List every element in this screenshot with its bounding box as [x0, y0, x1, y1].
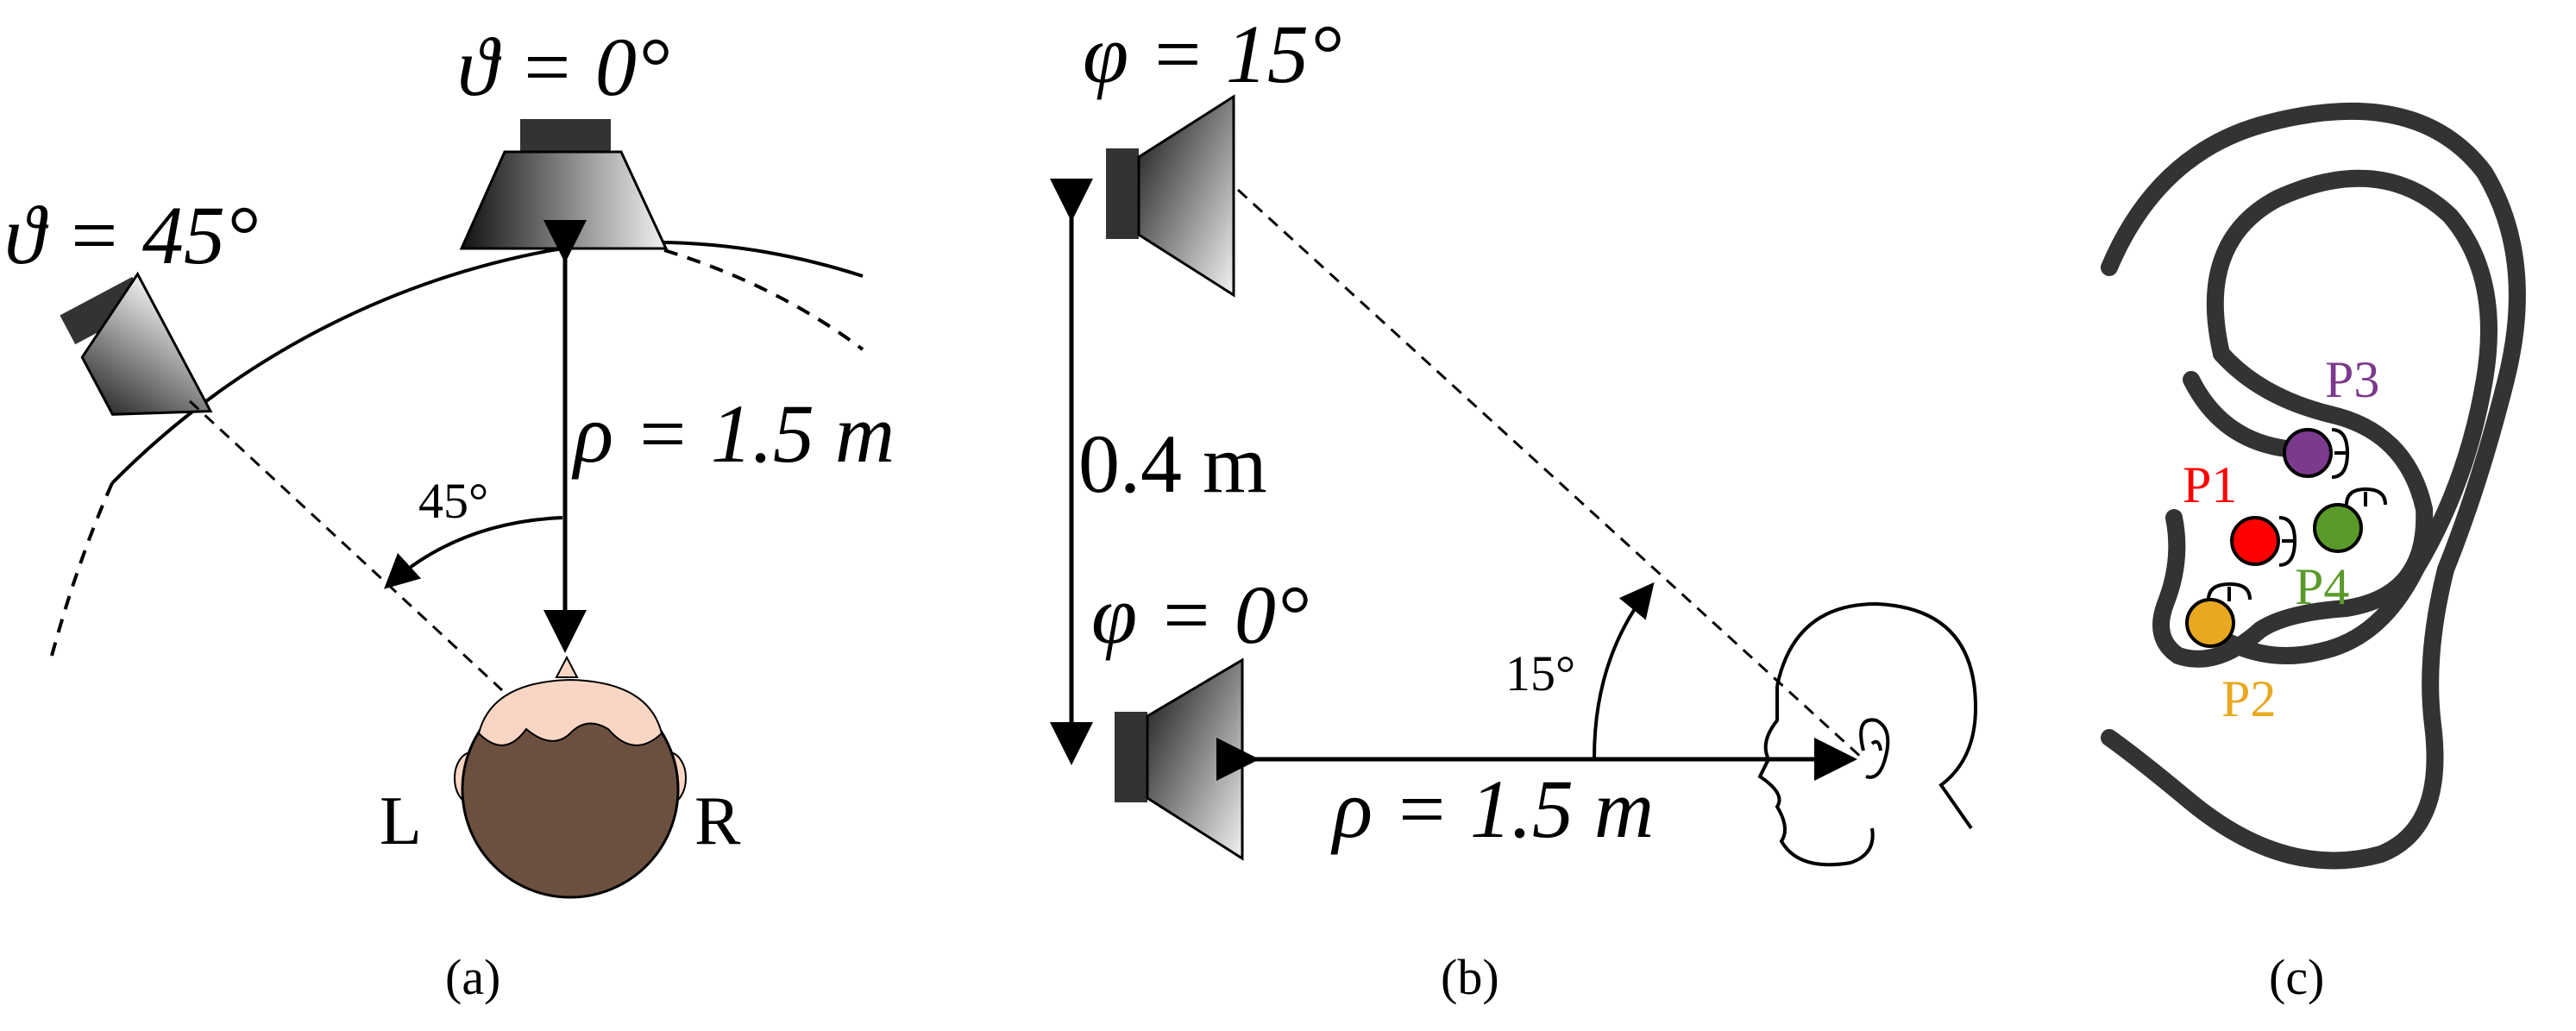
- point-label-p3: P3: [2325, 351, 2379, 408]
- speaker-45deg-icon: [60, 271, 213, 416]
- phi0-label: φ = 0°: [1091, 569, 1309, 661]
- rho-label-b: ρ = 1.5 m: [1330, 763, 1654, 855]
- dashed-45deg-line: [188, 399, 504, 692]
- head-side-view-icon: [1757, 601, 1978, 867]
- point-label-p4: P4: [2295, 558, 2349, 615]
- phi15-label: φ = 15°: [1083, 8, 1341, 100]
- angle-arc-45: [384, 516, 563, 589]
- rho-label-a: ρ = 1.5 m: [571, 387, 895, 480]
- panel-a: ϑ = 0° ϑ = 45° ρ = 1.5 m 45° L R (a): [4, 21, 895, 1005]
- theta0-label: ϑ = 0°: [457, 21, 669, 113]
- panel-c: P1 P2 P3 P4 (c): [2101, 102, 2526, 1005]
- height-label: 0.4 m: [1078, 418, 1267, 510]
- left-ear-label: L: [380, 783, 422, 859]
- caption-c: (c): [2269, 949, 2324, 1005]
- theta45-label: ϑ = 45°: [4, 189, 258, 281]
- point-label-p2: P2: [2221, 670, 2276, 727]
- angle-arc-15: [1593, 582, 1655, 758]
- point-label-p1: P1: [2183, 456, 2237, 513]
- speaker-0deg-side-icon: [1115, 657, 1244, 861]
- speaker-0deg-icon: [459, 119, 669, 250]
- dashed-15deg-line: [1236, 188, 1865, 761]
- caption-a: (a): [445, 949, 500, 1005]
- panel-b: φ = 15° φ = 0° 0.4 m 15° ρ = 1.5 m (b): [1050, 8, 1978, 1005]
- speaker-arc: [110, 240, 864, 485]
- measurement-point-p2: [2185, 582, 2252, 648]
- speaker-arc-dashed-left: [50, 482, 114, 657]
- angle-label-45: 45°: [418, 473, 488, 529]
- ear-icon: [2101, 102, 2526, 870]
- speaker-15deg-icon: [1106, 94, 1235, 298]
- speaker-arc-dashed-right: [663, 248, 864, 351]
- angle-label-15: 15°: [1505, 645, 1575, 701]
- measurement-point-p3: [2283, 428, 2350, 479]
- head-top-view-icon: [454, 655, 687, 899]
- measurement-point-p1: [2230, 516, 2297, 567]
- measurement-point-p4: [2313, 487, 2387, 553]
- right-ear-label: R: [694, 783, 741, 859]
- caption-b: (b): [1441, 949, 1499, 1005]
